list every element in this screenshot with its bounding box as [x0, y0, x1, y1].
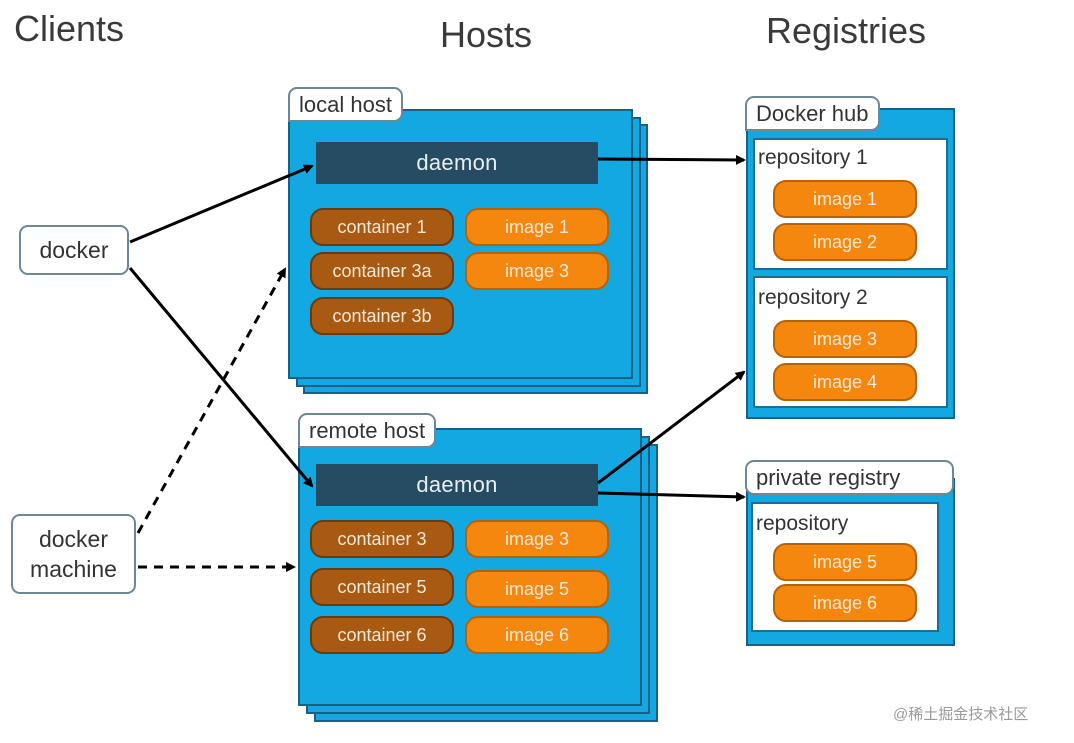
docker-client[interactable]: docker [19, 225, 129, 275]
docker-machine-label-line2: machine [30, 556, 117, 582]
local-image-3[interactable]: image 3 [465, 252, 609, 290]
remote-image-6[interactable]: image 6 [465, 616, 609, 654]
private-registry-label: private registry [745, 460, 954, 495]
local-daemon[interactable]: daemon [316, 142, 598, 184]
docker-hub-label: Docker hub [745, 96, 880, 131]
repository-2-label: repository 2 [758, 286, 868, 309]
hub-repo2-image-3[interactable]: image 3 [773, 320, 917, 358]
private-repository-label: repository [756, 512, 849, 535]
local-container-1[interactable]: container 1 [310, 208, 454, 246]
hosts-column-title: Hosts [440, 14, 533, 55]
remote-host-label: remote host [298, 413, 437, 448]
private-image-6[interactable]: image 6 [773, 584, 917, 622]
arrow-remote-daemon-to-private-registry [597, 491, 746, 502]
hub-repo1-image-1[interactable]: image 1 [773, 180, 917, 218]
local-container-3b[interactable]: container 3b [310, 297, 454, 335]
remote-image-5[interactable]: image 5 [465, 570, 609, 608]
clients-column-title: Clients [14, 8, 125, 49]
remote-container-3[interactable]: container 3 [310, 520, 454, 558]
local-host-label: local host [288, 87, 403, 122]
docker-machine-client[interactable]: docker machine [11, 514, 136, 594]
arrow-docker-to-remote-daemon [128, 267, 314, 488]
remote-container-6[interactable]: container 6 [310, 616, 454, 654]
arrow-remote-daemon-to-docker-hub [597, 370, 746, 485]
remote-container-5[interactable]: container 5 [310, 568, 454, 606]
watermark: @稀土掘金技术社区 [893, 706, 1029, 723]
remote-image-3[interactable]: image 3 [465, 520, 609, 558]
remote-daemon[interactable]: daemon [316, 464, 598, 506]
docker-machine-label-line1: docker [38, 526, 109, 552]
private-image-5[interactable]: image 5 [773, 543, 917, 581]
arrow-machine-to-local-host [136, 267, 287, 534]
registries-column-title: Registries [766, 10, 927, 51]
repository-1-label: repository 1 [758, 146, 868, 169]
hub-repo1-image-2[interactable]: image 2 [773, 223, 917, 261]
docker-client-label: docker [39, 237, 109, 263]
local-container-3a[interactable]: container 3a [310, 252, 454, 290]
hub-repo2-image-4[interactable]: image 4 [773, 363, 917, 401]
local-image-1[interactable]: image 1 [465, 208, 609, 246]
arrow-local-daemon-to-docker-hub [597, 154, 746, 165]
arrow-docker-to-local-daemon [129, 164, 314, 244]
